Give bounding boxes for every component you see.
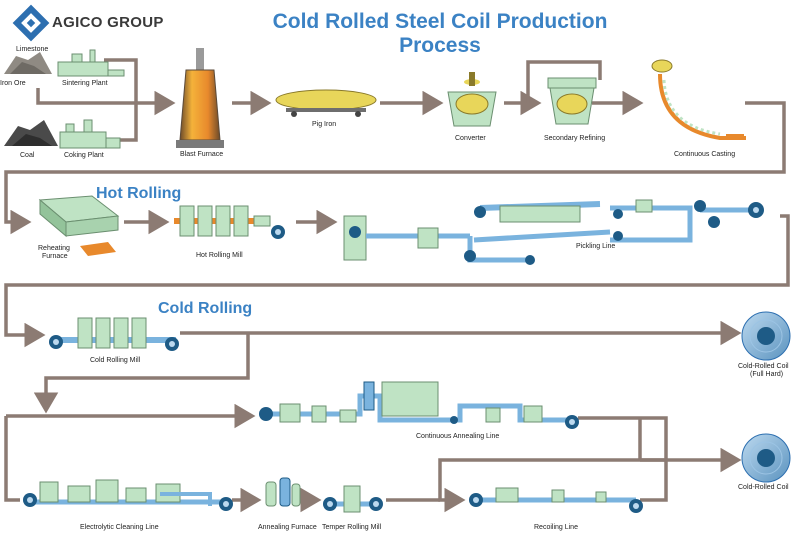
- continuous-annealing-line: [259, 381, 579, 429]
- converter: [447, 72, 497, 127]
- flow-refining-loop: [526, 60, 602, 103]
- flow-recoil-out: [640, 460, 668, 502]
- agico-logo-icon: [12, 4, 50, 42]
- label-continuous-annealing-line: Continuous Annealing Line: [416, 433, 500, 440]
- section-cold-rolling: Cold Rolling: [158, 300, 253, 317]
- cold-rolling-mill: [49, 317, 179, 351]
- cold-rolled-coil-full-hard-icon: [741, 311, 791, 361]
- flow-to-annealing-branch: [33, 333, 250, 414]
- flow-to-electrolytic: [4, 416, 20, 502]
- label-furnace: Furnace: [42, 253, 68, 260]
- recoiling-line: [469, 487, 643, 513]
- label-temper-rolling-mill: Temper Rolling Mill: [322, 524, 382, 531]
- reheating-furnace: [38, 195, 120, 256]
- flow-to-recoiling: [438, 458, 666, 513]
- limestone-pile: [4, 52, 52, 74]
- label-secondary-refining: Secondary Refining: [544, 135, 606, 142]
- label-limestone: Limestone: [16, 46, 49, 53]
- label-sintering-plant: Sintering Plant: [62, 80, 108, 87]
- label-blast-furnace: Blast Furnace: [180, 151, 224, 158]
- temper-rolling-mill: [323, 485, 383, 513]
- cold-rolled-coil-icon: [741, 433, 791, 483]
- coal-pile: [4, 120, 58, 146]
- annealing-furnace: [265, 477, 301, 507]
- label-converter: Converter: [455, 135, 486, 142]
- label-hot-rolling-mill: Hot Rolling Mill: [196, 252, 243, 259]
- label-pig-iron: Pig Iron: [312, 121, 337, 128]
- hot-rolling-mill: [174, 205, 285, 239]
- label-pickling-line: Pickling Line: [576, 243, 616, 250]
- brand-name: AGICO GROUP: [52, 14, 164, 31]
- label-full-hard: (Full Hard): [750, 371, 784, 378]
- label-cold-rolling-mill: Cold Rolling Mill: [90, 357, 141, 364]
- label-iron-ore: Iron Ore: [0, 80, 26, 87]
- blast-furnace: [176, 48, 224, 148]
- section-hot-rolling: Hot Rolling: [96, 185, 182, 202]
- label-cold-rolled-coil: Cold-Rolled Coil: [738, 484, 789, 491]
- flow-row2-to-row3: [4, 214, 790, 348]
- electrolytic-cleaning-line: [23, 479, 233, 511]
- label-electrolytic-cleaning-line: Electrolytic Cleaning Line: [80, 524, 159, 531]
- label-cold-rolled-coil-full-hard: Cold-Rolled Coil: [738, 363, 789, 370]
- flow-iron-ore: [36, 88, 136, 105]
- flow-lines: [4, 58, 790, 513]
- secondary-refining: [547, 77, 597, 125]
- page-title: Cold Rolled Steel Coil Production Proces…: [272, 10, 608, 57]
- label-annealing-furnace: Annealing Furnace: [258, 524, 317, 531]
- coking-plant: [59, 119, 121, 149]
- continuous-casting: [651, 59, 746, 140]
- label-coking-plant: Coking Plant: [64, 152, 104, 159]
- flow-row1-to-row2: [4, 101, 786, 235]
- label-continuous-casting: Continuous Casting: [674, 151, 736, 158]
- label-reheating: Reheating: [38, 245, 70, 252]
- pig-iron-car: [275, 89, 377, 117]
- label-recoiling-line: Recoiling Line: [534, 524, 578, 531]
- sintering-plant: [57, 49, 125, 77]
- flow-annealing-out: [578, 416, 668, 460]
- pickling-line: [343, 199, 764, 265]
- label-coal: Coal: [20, 152, 35, 159]
